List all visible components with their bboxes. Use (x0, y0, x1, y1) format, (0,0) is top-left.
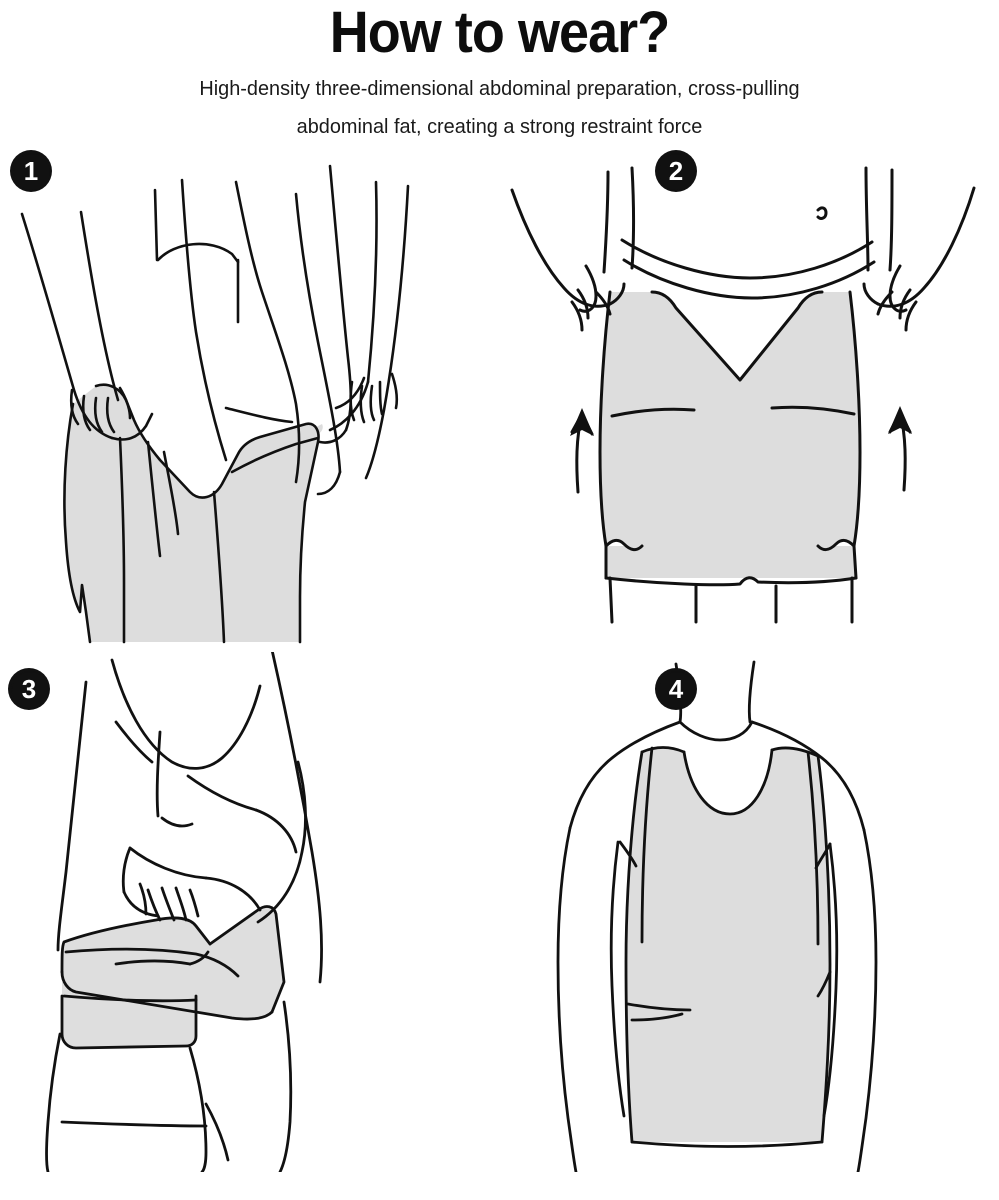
step-number-label: 3 (21, 674, 37, 704)
step-number-label: 2 (668, 156, 684, 186)
step-number-label: 1 (23, 156, 39, 186)
step-number-badge-2: 2 (655, 150, 697, 192)
step-illustration-4 (500, 652, 999, 1172)
step-illustration-1 (0, 142, 499, 662)
step-number-badge-3: 3 (8, 668, 50, 710)
step-number-badge-4: 4 (655, 668, 697, 710)
step-illustration-3 (0, 652, 499, 1172)
subtitle-line-2: abdominal fat, creating a strong restrai… (296, 115, 703, 138)
step-4: 4 (500, 652, 999, 1172)
page-title: How to wear? (329, 0, 670, 65)
header: How to wear? High-density three-dimensio… (0, 0, 999, 146)
step-number-badge-1: 1 (10, 150, 52, 192)
steps-grid: 1 (0, 142, 999, 1200)
step-2: 2 (500, 142, 999, 662)
page-subtitle: High-density three-dimensional abdominal… (15, 64, 984, 146)
subtitle-line-1: High-density three-dimensional abdominal… (199, 77, 800, 100)
step-number-label: 4 (668, 674, 684, 704)
step-3: 3 (0, 652, 499, 1172)
step-illustration-2 (500, 142, 999, 662)
step-1: 1 (0, 142, 499, 662)
